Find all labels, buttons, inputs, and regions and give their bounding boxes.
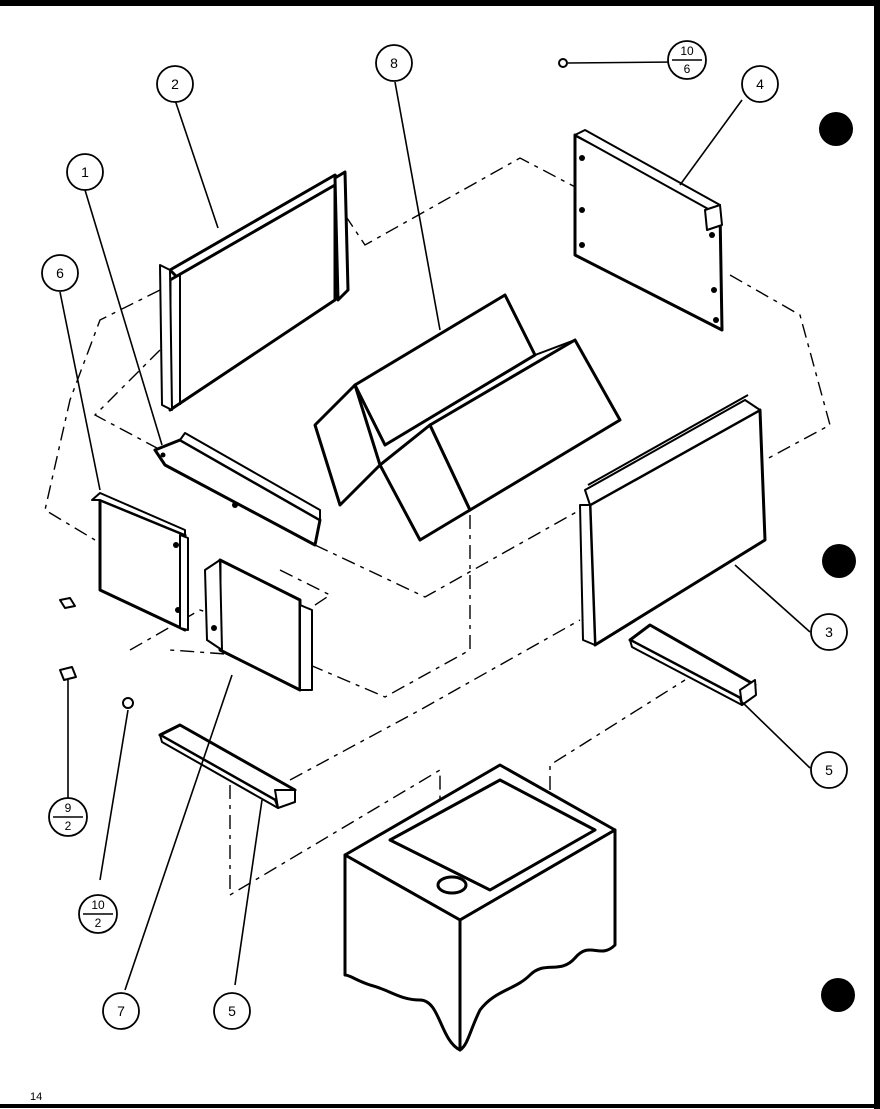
callout-6: 6: [41, 254, 79, 292]
callout-10-over-6: 10 6: [667, 40, 707, 80]
part-7-access-panel: [204, 558, 313, 692]
part-4-back-panel: [573, 129, 724, 332]
callout-6-label: 6: [56, 265, 64, 281]
part-1-rail: [153, 432, 322, 547]
callout-10-2-top: 10: [91, 898, 105, 912]
callout-10-over-2: 10 2: [78, 894, 118, 934]
callout-1: 1: [66, 153, 104, 191]
callout-3: 3: [810, 613, 848, 651]
callout-7-label: 7: [117, 1003, 125, 1019]
part-5-channel-right: [628, 623, 757, 706]
callout-9-2-top: 9: [65, 801, 72, 815]
base-plenum: [343, 763, 617, 1052]
callout-2: 2: [156, 65, 194, 103]
screw-icon: [122, 697, 134, 709]
callout-10-6-top: 10: [680, 44, 694, 58]
callout-1-label: 1: [81, 164, 89, 180]
callout-5-right: 5: [810, 751, 848, 789]
callout-3-label: 3: [825, 624, 833, 640]
screw-icon: [558, 58, 568, 68]
part-6-access-panel: [91, 492, 189, 632]
callout-4: 4: [741, 65, 779, 103]
binder-hole-top: [819, 112, 853, 146]
callout-8: 8: [375, 44, 413, 82]
callout-5-left: 5: [213, 992, 251, 1030]
binder-hole-bottom: [821, 978, 855, 1012]
binder-hole-middle: [822, 544, 856, 578]
binder-holes: [819, 112, 856, 1012]
part-5-channel-left: [158, 723, 297, 809]
callout-9-2-bottom: 2: [65, 819, 72, 833]
assembly-dash-lines: [44, 157, 831, 897]
part-2-side-panel: [159, 170, 350, 412]
part-8-folded-filter: [313, 293, 622, 542]
screw-icon: [59, 597, 76, 609]
callout-2-label: 2: [171, 76, 179, 92]
callout-5-right-label: 5: [825, 762, 833, 778]
callout-8-label: 8: [390, 55, 398, 71]
page-number: 14: [30, 1091, 42, 1103]
leader-lines: [59, 61, 811, 991]
part-3-front-panel: [579, 394, 767, 647]
callout-10-6-bottom: 6: [684, 62, 691, 76]
callout-10-2-bottom: 2: [95, 916, 102, 930]
clip-icon: [59, 666, 77, 681]
callout-5-left-label: 5: [228, 1003, 236, 1019]
callout-7: 7: [102, 992, 140, 1030]
callout-4-label: 4: [756, 76, 764, 92]
hardware: [59, 58, 568, 709]
callout-9-over-2: 9 2: [48, 797, 88, 837]
